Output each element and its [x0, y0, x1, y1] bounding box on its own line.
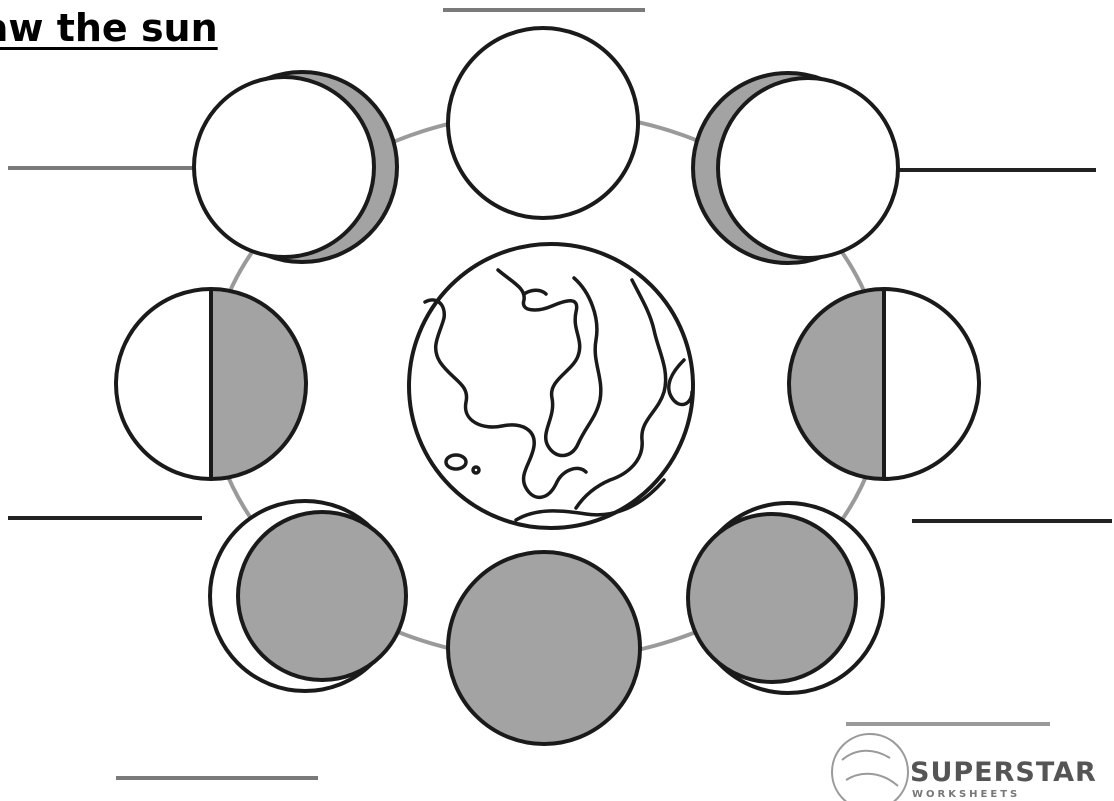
waxing-gibbous-icon [194, 72, 397, 262]
new-moon-icon [448, 552, 640, 744]
full-moon-icon [448, 28, 638, 218]
superstar-logo-icon [832, 734, 908, 801]
first-quarter-icon [116, 289, 306, 479]
logo-name: SUPERSTAR [910, 757, 1097, 788]
logo-tagline: WORKSHEETS [912, 789, 1020, 800]
waning-gibbous-icon [693, 73, 898, 263]
waning-crescent-icon [688, 503, 883, 693]
waxing-crescent-icon [210, 501, 406, 691]
third-quarter-icon [789, 289, 979, 479]
earth-icon [409, 244, 693, 528]
